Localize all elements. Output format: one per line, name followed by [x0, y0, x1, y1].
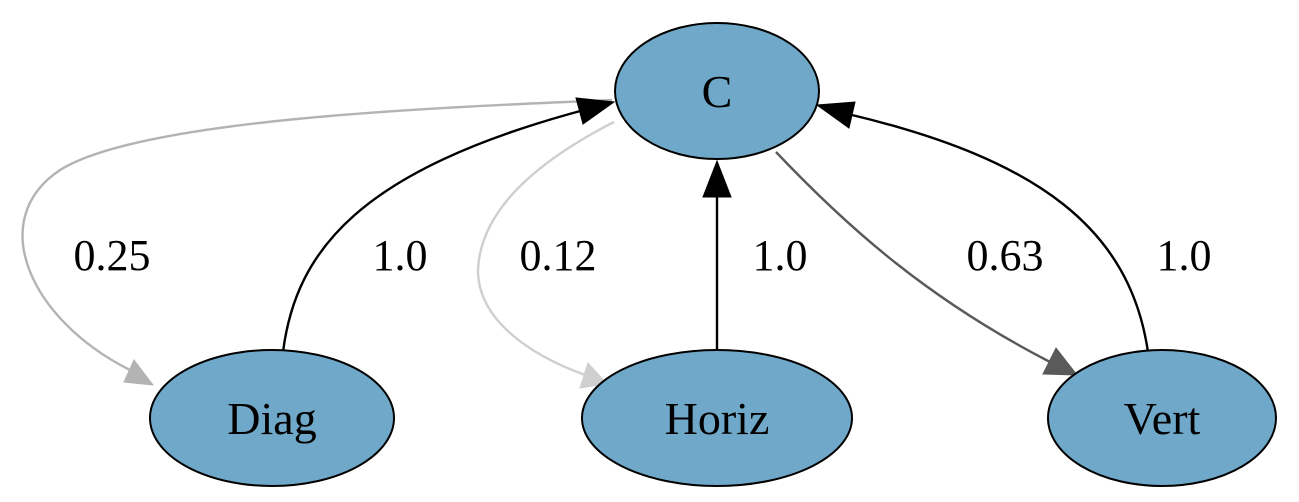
node-horiz-ellipse: [581, 349, 853, 487]
node-c-ellipse: [614, 22, 820, 160]
edge-label-c-to-horiz: 0.12: [520, 231, 597, 280]
edge-diag-to-c: [281, 108, 585, 353]
edge-vert-to-c-arrowhead: [815, 101, 856, 129]
edge-vert-to-c: [851, 113, 1150, 353]
edge-c-to-horiz-arrowhead: [579, 362, 608, 389]
node-vert: Vert: [1047, 349, 1277, 487]
nodes: C Diag Horiz Vert: [149, 22, 1277, 487]
edge-c-to-diag: [21, 98, 613, 372]
edge-label-diag-to-c: 1.0: [373, 231, 428, 280]
node-horiz-label: Horiz: [665, 393, 770, 444]
edge-label-c-to-vert: 0.63: [967, 231, 1044, 280]
node-diag-ellipse: [149, 349, 395, 487]
node-c-label: C: [702, 66, 733, 117]
edge-horiz-to-c-arrowhead: [702, 159, 732, 198]
edge-label-horiz-to-c: 1.0: [753, 231, 808, 280]
edge-c-to-horiz: [476, 120, 615, 377]
node-vert-ellipse: [1047, 349, 1277, 487]
node-c: C: [614, 22, 820, 160]
edge-c-to-vert: [775, 151, 1051, 364]
edge-label-vert-to-c: 1.0: [1157, 231, 1212, 280]
edge-c-to-vert-arrowhead: [1042, 347, 1079, 376]
edges: 0.25 1.0 0.12 1.0 0.63 1.0: [21, 97, 1212, 389]
node-diag: Diag: [149, 349, 395, 487]
node-horiz: Horiz: [581, 349, 853, 487]
edge-label-c-to-diag: 0.25: [74, 231, 151, 280]
edge-c-to-diag-arrowhead: [123, 359, 155, 386]
node-vert-label: Vert: [1124, 393, 1201, 444]
node-diag-label: Diag: [227, 393, 316, 444]
edge-diag-to-c-arrowhead: [575, 97, 616, 125]
